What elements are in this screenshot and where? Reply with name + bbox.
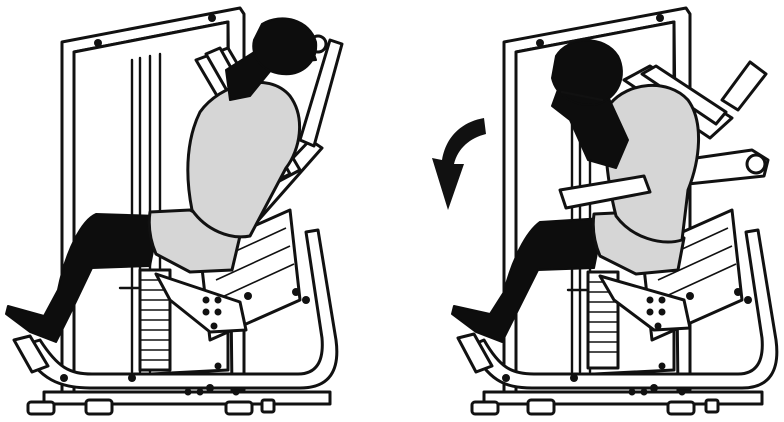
start-position-drawing (0, 0, 392, 422)
end-position-figure (392, 0, 784, 422)
rotation-arrow-icon (432, 118, 486, 210)
end-position-drawing (392, 0, 784, 422)
start-position-figure (0, 0, 392, 422)
